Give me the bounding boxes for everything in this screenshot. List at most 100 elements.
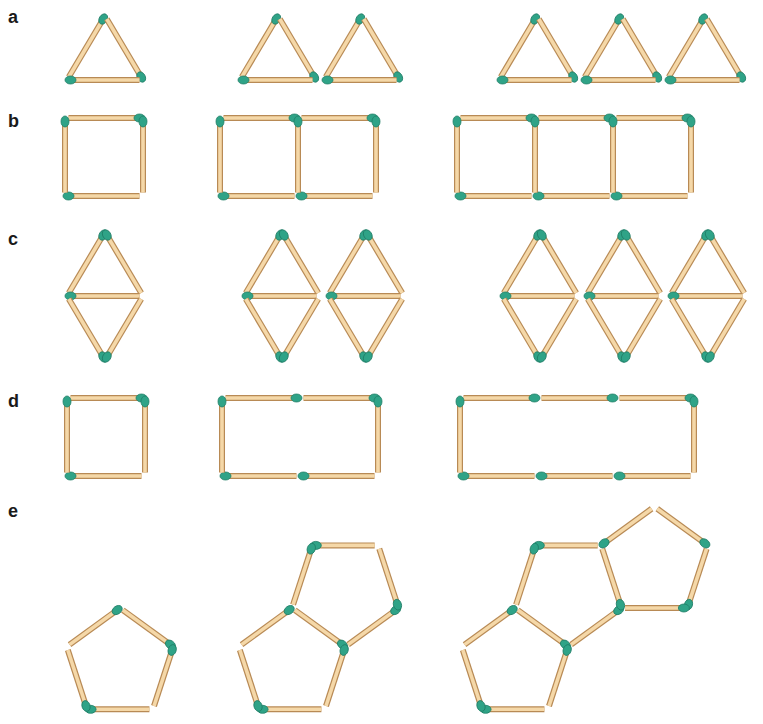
matchstick-edge: [465, 610, 513, 645]
matchstick-wood: [625, 606, 684, 610]
matchstick-wood: [611, 122, 615, 193]
matchstick-edge: [504, 299, 538, 357]
matchstick-head: [141, 396, 149, 407]
matchstick-edge: [375, 402, 381, 473]
matchstick: [362, 299, 403, 364]
matchstick-edge: [461, 115, 532, 121]
matchstick-wood: [516, 549, 534, 605]
matchstick-edge: [107, 299, 141, 357]
row-letter: a: [8, 8, 18, 26]
matchstick-wood: [707, 19, 741, 77]
matchstick-head: [101, 228, 113, 242]
matchstick-wood: [107, 235, 141, 293]
matchstick-edge: [302, 115, 373, 121]
matchstick: [465, 604, 519, 645]
matchstick: [611, 192, 688, 200]
matchstick-head: [322, 76, 333, 84]
matchstick-head: [531, 116, 539, 127]
matchstick-wood: [248, 294, 317, 298]
matchstick-edge: [302, 193, 373, 199]
matchstick-wood: [218, 122, 222, 193]
matchstick-edge: [242, 19, 276, 77]
matchstick-head: [704, 228, 716, 242]
row-letter: b: [8, 112, 19, 130]
matchstick: [588, 228, 629, 293]
matchstick-head: [372, 116, 380, 127]
matchstick-head: [581, 76, 592, 84]
matchstick: [278, 228, 319, 293]
matchstick-edge: [284, 299, 318, 357]
matchstick: [672, 299, 713, 364]
matchstick-wood: [69, 235, 103, 293]
matchstick-edge: [542, 235, 576, 293]
matchstick: [302, 114, 379, 122]
matchstick-head: [690, 396, 698, 407]
matchstick: [63, 396, 71, 473]
matchstick-edge: [623, 19, 657, 77]
matchstick-head: [536, 350, 548, 364]
matchstick-wood: [539, 19, 573, 77]
matchstick-edge: [379, 549, 397, 605]
matchstick-wood: [671, 78, 740, 82]
matchstick-wood: [463, 650, 481, 706]
matchstick: [539, 114, 616, 122]
matchstick-edge: [457, 402, 463, 473]
matchstick: [585, 12, 626, 77]
matchstick-wood: [69, 116, 140, 120]
matchstick-wood: [620, 396, 691, 400]
matchstick-edge: [91, 706, 150, 712]
matchstick-head: [614, 472, 625, 480]
matchstick: [65, 472, 142, 480]
matchstick-head: [453, 116, 461, 127]
matchstick-edge: [326, 650, 344, 706]
matchstick-wood: [284, 235, 318, 293]
matchstick-head: [374, 396, 382, 407]
matchstick-edge: [123, 610, 171, 645]
matchstick: [665, 76, 740, 84]
matchstick-head: [529, 542, 540, 555]
matchstick-edge: [602, 549, 620, 605]
matchstick-edge: [295, 122, 301, 193]
matchstick-head: [362, 350, 374, 364]
matchstick-wood: [617, 194, 688, 198]
matchstick-wood: [332, 294, 401, 298]
matchstick: [348, 604, 402, 645]
matchstick-wood: [542, 235, 576, 293]
matchstick-wood: [455, 122, 459, 193]
matchstick-edge: [585, 19, 619, 77]
matchstick-head: [455, 192, 466, 200]
matchstick-head: [607, 394, 618, 402]
matchstick: [216, 116, 224, 193]
matchstick-edge: [461, 193, 532, 199]
matchstick-head: [63, 396, 71, 407]
matchstick-wood: [246, 299, 280, 357]
matchstick-wood: [348, 610, 396, 645]
matchstick: [602, 549, 626, 611]
matchstick-wood: [226, 474, 297, 478]
matchstick: [625, 604, 689, 612]
matchstick-wood: [141, 122, 145, 193]
matchstick-edge: [542, 395, 613, 401]
matchstick-wood: [689, 122, 693, 193]
matchstick-wood: [533, 122, 537, 193]
matchstick-edge: [244, 77, 313, 83]
matchstick-edge: [486, 706, 545, 712]
matchstick-edge: [626, 235, 660, 293]
matchstick: [690, 396, 698, 473]
matchstick: [501, 12, 542, 77]
matchstick-edge: [549, 650, 567, 706]
matchstick: [246, 228, 287, 293]
matchstick-head: [80, 700, 91, 713]
matchstick-edge: [691, 402, 697, 473]
matchstick-head: [704, 350, 716, 364]
matchstick-edge: [226, 395, 297, 401]
matchstick: [704, 228, 745, 293]
matchstick: [242, 292, 317, 300]
matchstick-edge: [671, 77, 740, 83]
matchstick-edge: [571, 610, 619, 645]
matchstick-wood: [246, 235, 280, 293]
matchstick-wood: [620, 474, 691, 478]
matchstick-edge: [672, 299, 706, 357]
matchstick: [461, 114, 538, 122]
